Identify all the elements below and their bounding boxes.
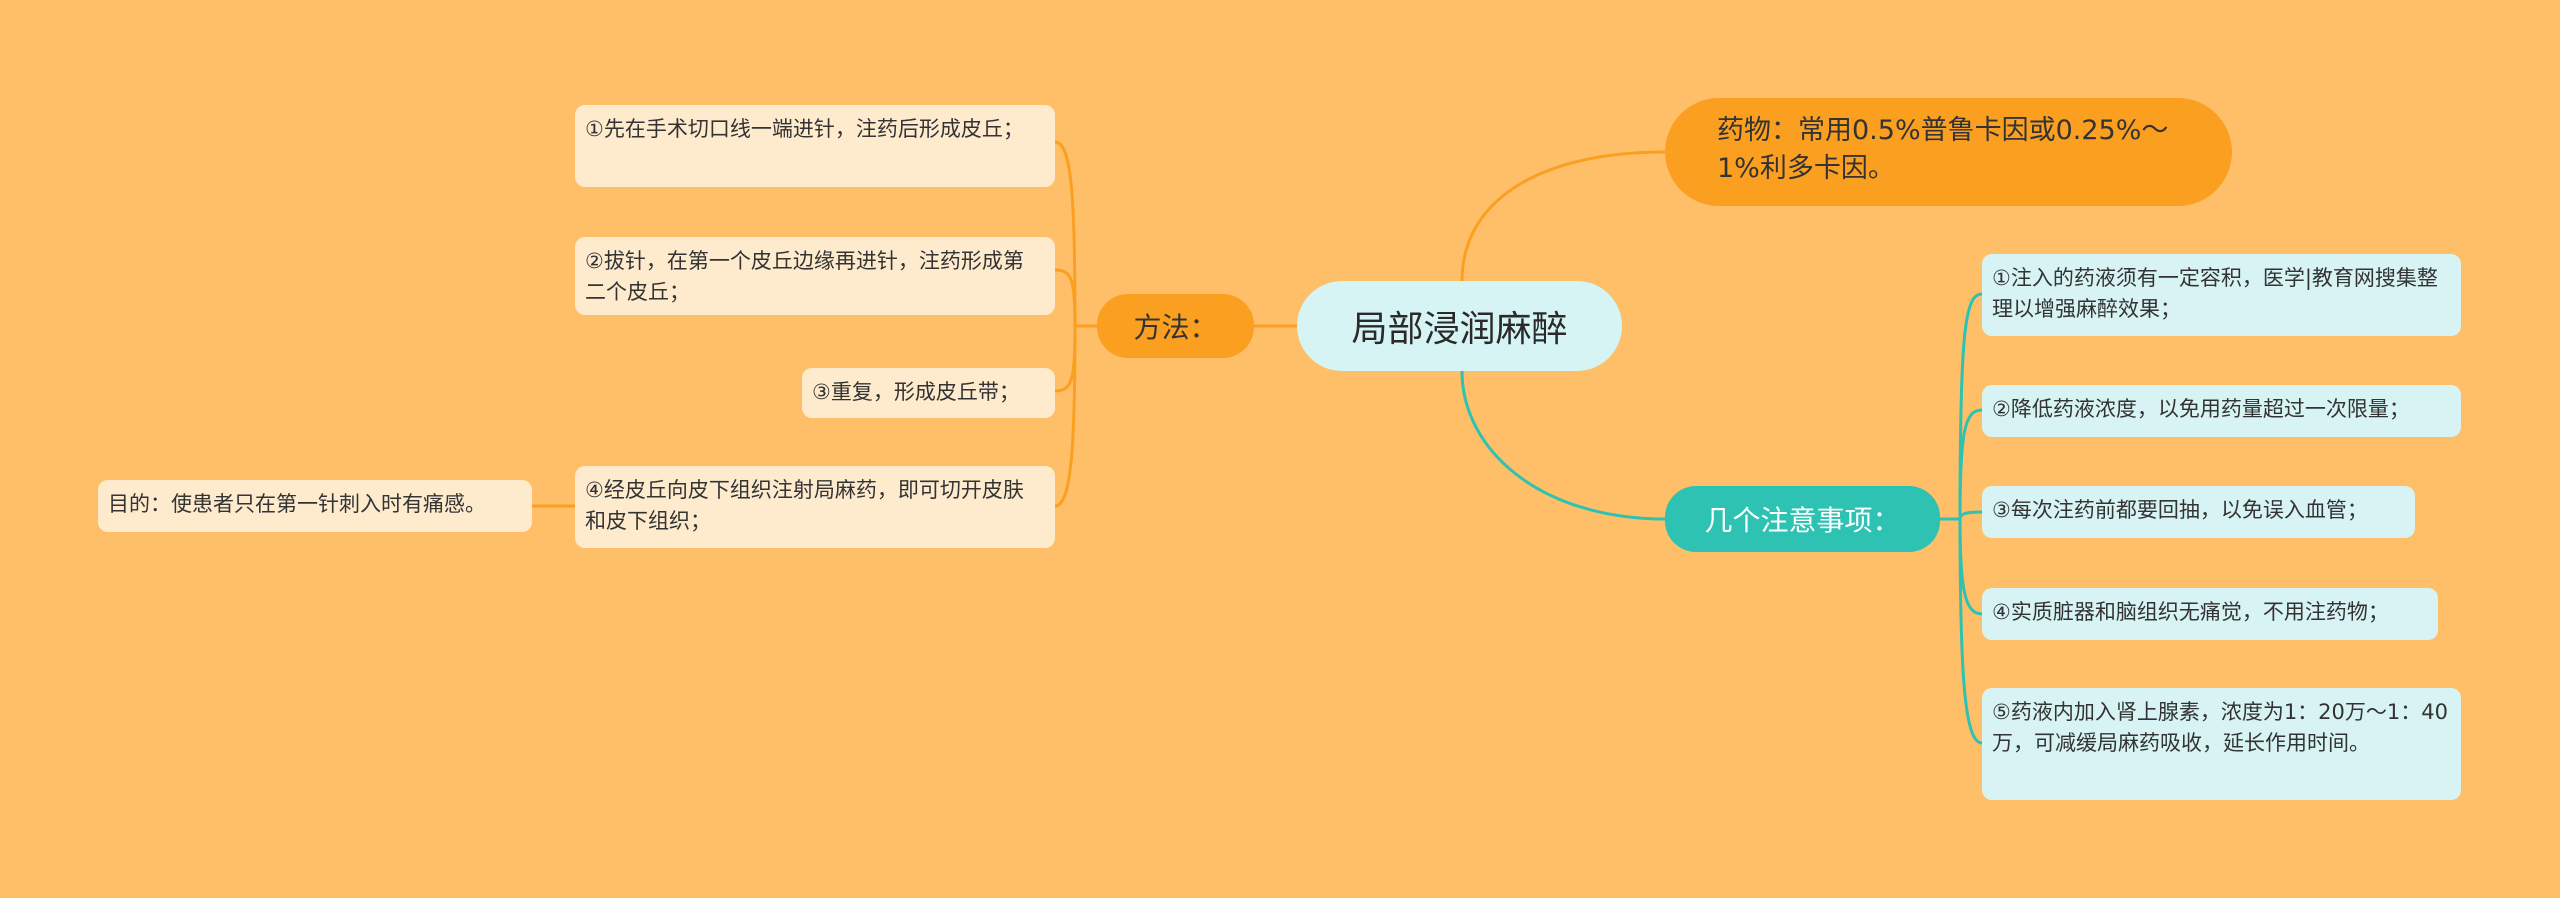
note-item-4-text: ④实质脏器和脑组织无痛觉，不用注药物； (1992, 600, 2389, 624)
note-item-3[interactable]: ③每次注药前都要回抽，以免误入血管； (1982, 486, 2415, 538)
note-item-1[interactable]: ①注入的药液须有一定容积，医学|教育网搜集整理以增强麻醉效果； (1982, 254, 2461, 336)
method-step-3[interactable]: ③重复，形成皮丘带； (802, 368, 1055, 418)
method-step-2-text: ②拔针，在第一个皮丘边缘再进针，注药形成第二个皮丘； (585, 249, 1024, 304)
method-step-1[interactable]: ①先在手术切口线一端进针，注药后形成皮丘； (575, 105, 1055, 187)
central-topic-label: 局部浸润麻醉 (1351, 309, 1568, 350)
note-item-2[interactable]: ②降低药液浓度，以免用药量超过一次限量； (1982, 385, 2461, 437)
drug-branch[interactable]: 药物：常用0.5%普鲁卡因或0.25%～1%利多卡因。 (1665, 98, 2232, 206)
method-branch-label: 方法： (1133, 311, 1218, 344)
note-item-5-text: ⑤药液内加入肾上腺素，浓度为1：20万～1：40万，可减缓局麻药吸收，延长作用时… (1992, 700, 2448, 755)
method-step-1-text: ①先在手术切口线一端进针，注药后形成皮丘； (585, 117, 1024, 141)
drug-branch-label: 药物：常用0.5%普鲁卡因或0.25%～1%利多卡因。 (1717, 115, 2169, 184)
central-topic[interactable]: 局部浸润麻醉 (1297, 281, 1622, 371)
notes-branch[interactable]: 几个注意事项： (1665, 486, 1940, 552)
notes-branch-label: 几个注意事项： (1704, 504, 1901, 537)
method-step-2[interactable]: ②拔针，在第一个皮丘边缘再进针，注药形成第二个皮丘； (575, 237, 1055, 315)
note-item-2-text: ②降低药液浓度，以免用药量超过一次限量； (1992, 397, 2410, 421)
method-purpose-text: 目的：使患者只在第一针刺入时有痛感。 (108, 492, 486, 516)
method-step-3-text: ③重复，形成皮丘带； (812, 380, 1020, 404)
note-item-1-text: ①注入的药液须有一定容积，医学|教育网搜集整理以增强麻醉效果； (1992, 266, 2438, 321)
note-item-3-text: ③每次注药前都要回抽，以免误入血管； (1992, 498, 2368, 522)
method-step-4-text: ④经皮丘向皮下组织注射局麻药，即可切开皮肤和皮下组织； (585, 478, 1024, 533)
method-step-4[interactable]: ④经皮丘向皮下组织注射局麻药，即可切开皮肤和皮下组织； (575, 466, 1055, 548)
method-branch[interactable]: 方法： (1097, 294, 1254, 358)
note-item-5[interactable]: ⑤药液内加入肾上腺素，浓度为1：20万～1：40万，可减缓局麻药吸收，延长作用时… (1982, 688, 2461, 800)
method-purpose[interactable]: 目的：使患者只在第一针刺入时有痛感。 (98, 480, 532, 532)
note-item-4[interactable]: ④实质脏器和脑组织无痛觉，不用注药物； (1982, 588, 2438, 640)
